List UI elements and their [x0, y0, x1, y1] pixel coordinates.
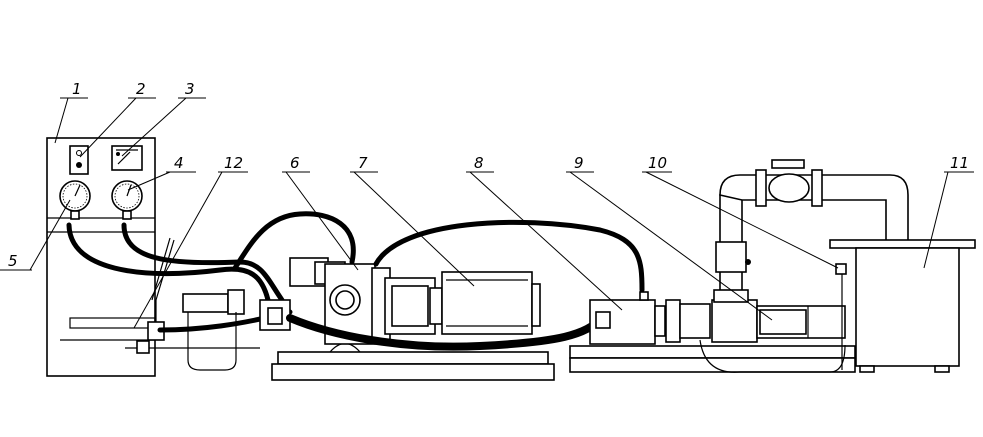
callout-3: 3 [185, 80, 195, 98]
pressure-gauge-right [111, 180, 143, 220]
callout-1: 1 [72, 80, 82, 98]
gauge-hose-right [121, 222, 285, 303]
callout-8: 8 [474, 154, 484, 172]
callout-6: 6 [290, 154, 300, 172]
callout-leaders [0, 97, 974, 329]
callout-11: 11 [950, 154, 969, 172]
callout-2: 2 [136, 80, 146, 98]
upper-hose [373, 219, 645, 293]
callout-10: 10 [648, 154, 667, 172]
gauge-hose-left [66, 222, 271, 303]
switch-box [69, 145, 89, 175]
flow-section [699, 299, 846, 373]
callout-9: 9 [574, 154, 584, 172]
callout-4: 4 [174, 154, 184, 172]
callout-12: 12 [224, 154, 243, 172]
main-pressure-hose [286, 314, 606, 351]
pump-hose-loop [232, 211, 356, 271]
control-panel [46, 137, 156, 377]
water-tank [829, 239, 976, 373]
drive-unit [182, 289, 555, 381]
valve-assembly [125, 237, 260, 354]
panel-meter [111, 145, 143, 171]
electric-motor [384, 271, 541, 335]
callout-5: 5 [8, 252, 18, 270]
callout-7: 7 [358, 154, 368, 172]
